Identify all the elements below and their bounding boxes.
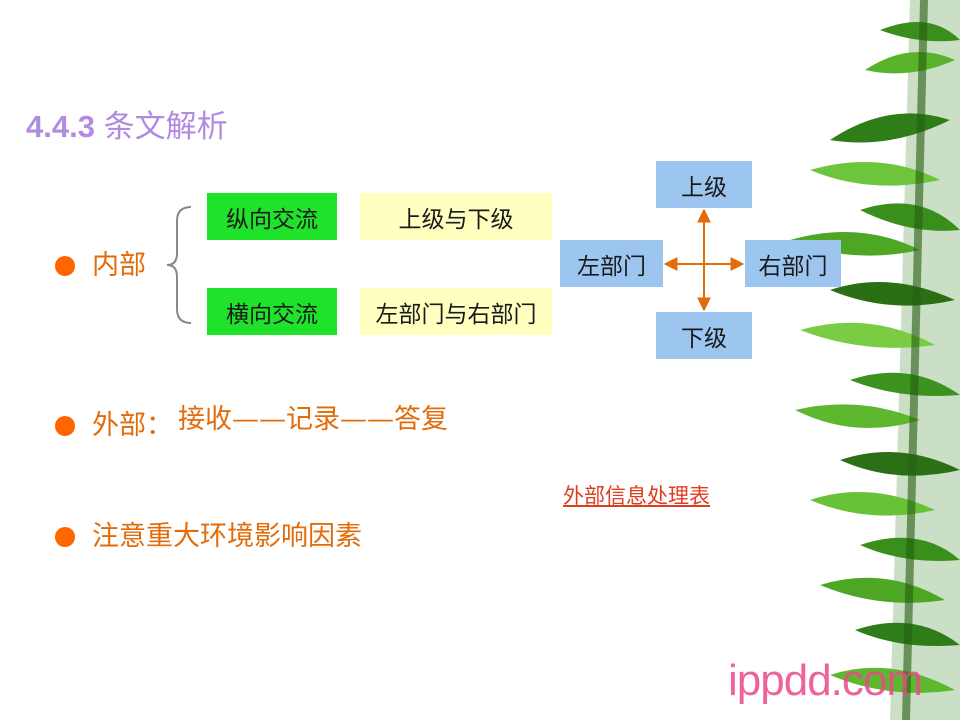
right-department-box: 右部门 [745, 240, 841, 287]
watermark-small: 安全 [770, 666, 806, 687]
bullet-internal-dot [55, 256, 75, 276]
curly-brace [166, 206, 192, 324]
subordinate-box: 下级 [656, 312, 752, 359]
environment-label: 注意重大环境影响因素 [92, 521, 362, 552]
watermark-ippdd: ippdd.com [728, 656, 923, 705]
bullet-external-dot [55, 416, 75, 436]
vertical-communication-box: 纵向交流 [207, 193, 337, 240]
superior-box: 上级 [656, 161, 752, 208]
page-title: 4.4.3 条文解析 [26, 101, 228, 146]
bullet-environment-dot [55, 527, 75, 547]
external-flow: 接收——记录——答复 [178, 404, 448, 435]
bamboo-leaves-decoration [790, 0, 960, 720]
left-department-box: 左部门 [560, 240, 663, 287]
external-label: 外部： [92, 410, 173, 441]
horizontal-communication-desc: 左部门与右部门 [360, 288, 552, 335]
section-title-text: 条文解析 [103, 109, 228, 144]
internal-label: 内部 [92, 250, 146, 281]
external-info-table-link[interactable]: 外部信息处理表 [563, 484, 710, 508]
horizontal-communication-box: 横向交流 [207, 288, 337, 335]
vertical-communication-desc: 上级与下级 [360, 193, 552, 240]
section-number: 4.4.3 [26, 109, 95, 144]
